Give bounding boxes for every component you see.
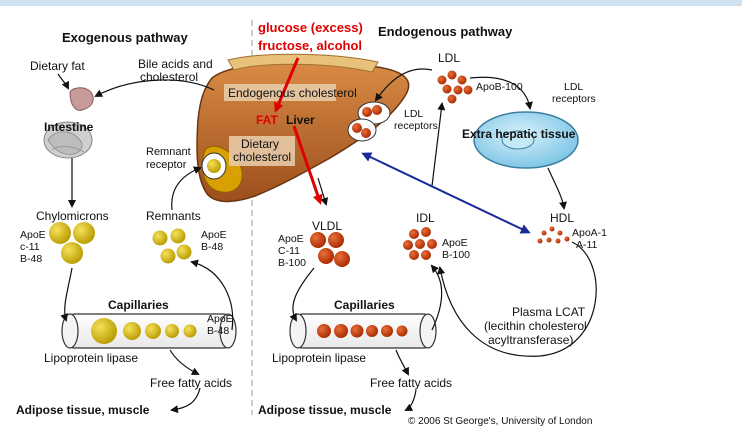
liver-ldl-receptors-line2: receptors xyxy=(394,120,438,132)
top-bar xyxy=(0,0,742,6)
vldl-apo-line3: B-100 xyxy=(278,257,306,269)
vldl-apo-line1: ApoE xyxy=(278,233,304,245)
capillary-apo-line2: B-48 xyxy=(207,325,229,337)
hdl-apo-line1: ApoA-1 xyxy=(572,227,607,239)
tissue-ldl-receptors-line1: LDL xyxy=(564,81,583,93)
idl-apo-line2: B-100 xyxy=(442,249,470,261)
extra-hepatic-label: Extra hepatic tissue xyxy=(462,127,576,141)
endogenous-ffa-label: Free fatty acids xyxy=(370,376,452,390)
exogenous-heading: Exogenous pathway xyxy=(62,30,188,45)
remnant-particles xyxy=(152,228,192,264)
red-arrow-fat-to-vldl xyxy=(292,125,323,205)
plasma-lcat-line2: (lecithin cholesterol xyxy=(484,319,587,333)
exogenous-ffa-label: Free fatty acids xyxy=(150,376,232,390)
plasma-lcat-line1: Plasma LCAT xyxy=(512,305,586,319)
dietary-cholesterol-line2: cholesterol xyxy=(233,150,291,164)
dietary-cholesterol-line1: Dietary xyxy=(241,137,279,151)
vldl-particles xyxy=(310,232,350,267)
pathway-arrows xyxy=(57,68,597,414)
endogenous-heading: Endogenous pathway xyxy=(378,24,513,39)
blue-arrow-hdl-to-liver xyxy=(361,152,531,234)
remnant-receptor-icon xyxy=(201,152,227,180)
ldl-apo-label: ApoB-100 xyxy=(476,81,523,93)
hdl-apo-line2: A-11 xyxy=(576,239,598,251)
red-arrow-glucose-to-fat xyxy=(274,57,300,113)
exogenous-capillaries-label: Capillaries xyxy=(108,298,169,312)
chylomicron-particles xyxy=(49,222,95,264)
intestine-label: Intestine xyxy=(44,120,94,134)
dietary-cholesterol-box xyxy=(229,136,295,166)
capillary-apo-line1: ApoE xyxy=(207,313,233,325)
chylo-apo-line2: c-11 xyxy=(20,241,40,253)
endogenous-capillaries-label: Capillaries xyxy=(334,298,395,312)
intestine-organ xyxy=(43,87,94,159)
ldl-label: LDL xyxy=(438,51,460,65)
idl-apo-line1: ApoE xyxy=(442,237,468,249)
liver-ldl-receptors-line1: LDL xyxy=(404,108,423,120)
liver-ldl-receptors-icon xyxy=(347,101,391,142)
endogenous-capillary-particles xyxy=(317,324,408,338)
remnant-apo-line2: B-48 xyxy=(201,241,223,253)
glucose-label-line2: fructose, alcohol xyxy=(258,38,362,53)
endogenous-lipase-label: Lipoprotein lipase xyxy=(272,351,366,365)
chylo-apo-line3: B-48 xyxy=(20,253,42,265)
hdl-particles xyxy=(537,226,570,244)
endogenous-adipose-label: Adipose tissue, muscle xyxy=(258,403,392,417)
vldl-label: VLDL xyxy=(312,219,342,233)
idl-particles xyxy=(403,227,437,260)
dietary-fat-label: Dietary fat xyxy=(30,59,85,73)
bile-label-line1: Bile acids and xyxy=(138,57,213,71)
idl-label: IDL xyxy=(416,211,435,225)
ldl-particles xyxy=(437,70,473,104)
exogenous-adipose-label: Adipose tissue, muscle xyxy=(16,403,150,417)
remnant-receptor-label-line1: Remnant xyxy=(146,146,191,158)
fat-label: FAT xyxy=(256,113,278,127)
chylo-apo-line1: ApoE xyxy=(20,229,46,241)
tissue-ldl-receptors-line2: receptors xyxy=(552,93,596,105)
glucose-label-line1: glucose (excess) xyxy=(258,20,363,35)
remnant-receptor-label-line2: receptor xyxy=(146,159,187,171)
copyright-label: © 2006 St George's, University of London xyxy=(408,416,592,427)
chylomicrons-label: Chylomicrons xyxy=(36,209,109,223)
hdl-label: HDL xyxy=(550,211,574,225)
remnants-label: Remnants xyxy=(146,209,201,223)
vldl-apo-line2: C-11 xyxy=(278,245,300,257)
plasma-lcat-line3: acyltransferase) xyxy=(488,333,573,347)
exogenous-capillary-particles xyxy=(91,318,197,344)
endogenous-cholesterol-label: Endogenous cholesterol xyxy=(228,86,357,100)
bile-label-line2: cholesterol xyxy=(140,70,198,84)
exogenous-lipase-label: Lipoprotein lipase xyxy=(44,351,138,365)
liver-label: Liver xyxy=(286,113,315,127)
remnant-apo-line1: ApoE xyxy=(201,229,227,241)
endogenous-cholesterol-box xyxy=(224,84,336,101)
